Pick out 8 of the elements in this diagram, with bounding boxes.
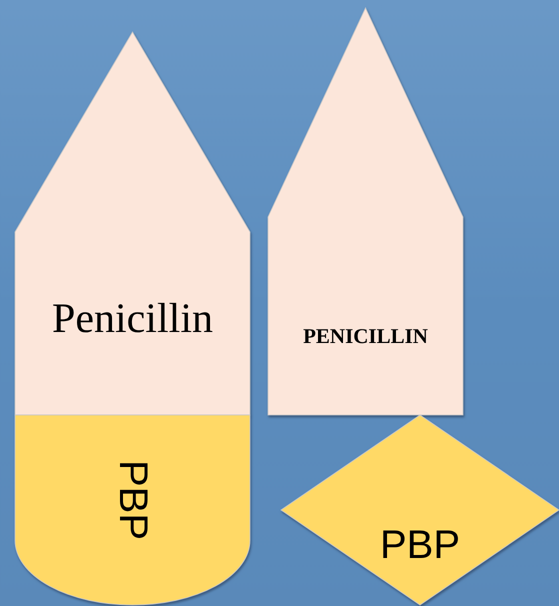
- shape-label: Penicillin: [52, 294, 213, 342]
- capsule-shape: [15, 415, 250, 605]
- diamond-shape: [281, 415, 559, 605]
- house-shape: [15, 32, 250, 415]
- shape-label: PBP: [380, 522, 460, 568]
- shape-label: PBP: [110, 460, 155, 540]
- shape-label: PENICILLIN: [302, 323, 429, 350]
- house-shape: [268, 8, 463, 415]
